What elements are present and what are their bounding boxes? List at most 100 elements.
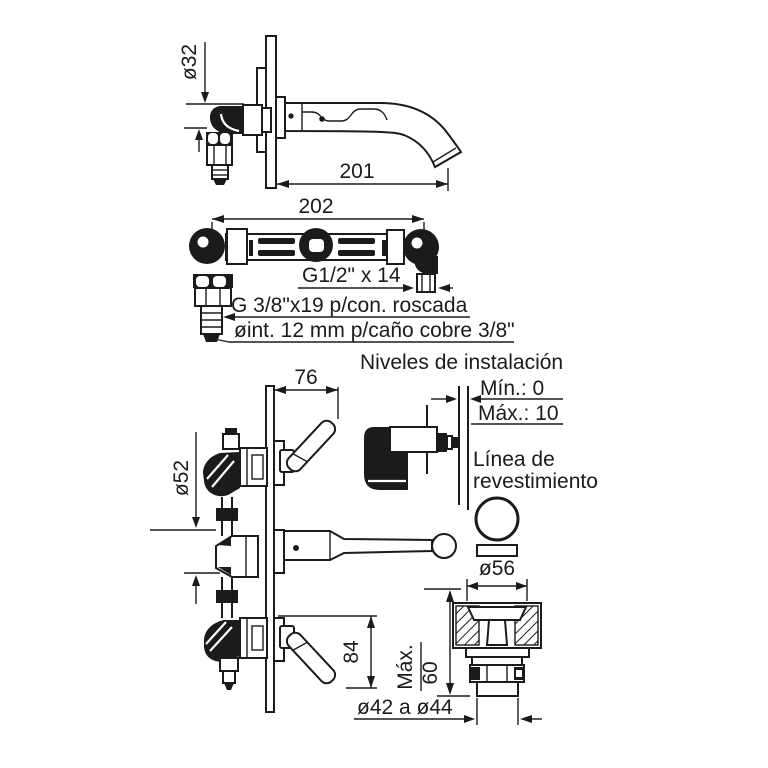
section-installation-levels: Niveles de instalación Mín.: 0 Máx.: 10 … (360, 351, 598, 510)
bar-slot (258, 238, 295, 244)
arrow-up (446, 590, 454, 602)
stem-cross-bar (466, 606, 528, 621)
note-inlet-thread: G 3/8"x19 p/con. roscada (223, 294, 470, 321)
handle-lever (285, 631, 337, 685)
stub-tip (213, 179, 227, 185)
elbow-notch (205, 621, 227, 645)
dim-handle-drop: 84 (278, 615, 377, 689)
nut-bump (208, 133, 218, 144)
union-nut (216, 590, 238, 603)
body-inset (251, 625, 264, 651)
set-screw-dot (288, 113, 294, 119)
body-cylinder (476, 681, 519, 697)
dim-recess-depth: Máx. 60 (394, 588, 470, 697)
dim-label-o56: ø56 (479, 557, 515, 580)
hex-glint (516, 670, 522, 677)
label-max-10: Máx.: 10 (478, 402, 559, 425)
dim-spout-diameter: ø32 (178, 42, 244, 152)
arrow-right (326, 386, 338, 394)
hex-nut (206, 144, 233, 166)
elbow-notch (209, 626, 233, 652)
arrow-left (277, 180, 289, 188)
arrow-left (438, 284, 450, 292)
dim-escutcheon-diameter: ø52 (150, 432, 220, 604)
handle-bottom (279, 625, 337, 685)
view-assembly-side: 76 ø52 84 (150, 366, 457, 713)
hex-shadow (470, 667, 480, 680)
spout-body (284, 102, 463, 169)
dim-label-84: 84 (340, 640, 363, 664)
arrow-up (367, 616, 375, 628)
dim-label-76: 76 (294, 366, 317, 389)
elbow-notch (206, 454, 229, 480)
arrow-up (192, 575, 200, 586)
bar-slot (338, 238, 375, 244)
center-outlet-hole (309, 239, 324, 252)
threaded-stub (211, 164, 229, 180)
right-pipe (416, 273, 436, 293)
dim-label-o42-o44: ø42 a ø44 (357, 696, 453, 719)
label-g12x14: G1/2" x 14 (302, 264, 401, 287)
dim-label-60: 60 (419, 661, 442, 684)
nut-bump (220, 133, 230, 144)
nut-bump (213, 276, 226, 287)
handle-lever (285, 419, 337, 473)
dim-label-o52: ø52 (170, 460, 193, 496)
arrow-down (446, 683, 454, 695)
dim-label-202: 202 (298, 195, 333, 218)
spout-cartridge (242, 104, 263, 136)
stem-shaft (485, 619, 509, 646)
elbow-notch (211, 460, 235, 488)
nut-bump (196, 276, 209, 287)
valve-elbow-arm (364, 427, 390, 452)
cartridge-dot (319, 116, 325, 122)
bar-tick (382, 240, 386, 256)
label-g38x19: G 3/8"x19 p/con. roscada (231, 294, 468, 317)
union-nut (216, 508, 238, 521)
view-trim-ring (474, 496, 520, 557)
dim-hole-diameter: ø42 a ø44 (354, 696, 542, 725)
spout-flange (275, 96, 286, 139)
valve-body (239, 617, 268, 659)
stem-gap (446, 435, 453, 450)
tip-arc (431, 536, 438, 556)
dim-label-max: Máx. (394, 644, 417, 690)
valve-station-bottom (204, 617, 268, 690)
stub-up (222, 433, 240, 450)
arrow-left (520, 715, 532, 723)
screw-dot (293, 545, 299, 551)
tee-body (215, 535, 259, 578)
right-inlet-ball (403, 229, 439, 265)
arrow-left (470, 395, 481, 403)
right-bracket (386, 229, 405, 265)
arrow-left (274, 386, 286, 394)
note-copper-pipe: øint. 12 mm p/caño cobre 3/8" (213, 319, 515, 343)
bar-tick (249, 240, 253, 256)
ball-highlight (411, 237, 423, 249)
stub-tip (224, 683, 234, 690)
arrow-down (367, 676, 375, 688)
tee-wedge (218, 537, 231, 546)
left-bracket (226, 228, 248, 265)
body-inset (251, 454, 264, 480)
arrow-right (464, 715, 475, 723)
spout-tip-rim (432, 147, 457, 163)
leader-tail (213, 338, 230, 343)
label-revestimiento: revestimiento (473, 470, 598, 493)
arrow-left (212, 215, 224, 223)
valve-station-top (203, 428, 268, 497)
arrow-left (467, 582, 478, 590)
escutcheon-middle (273, 529, 285, 574)
arrow-right (446, 395, 457, 403)
valve-side-mini (364, 405, 459, 490)
ball-highlight (197, 236, 209, 248)
hex-nut (194, 287, 232, 307)
supply-elbow (210, 106, 243, 134)
levels-title: Niveles de instalación (360, 351, 563, 374)
body-step-2 (471, 656, 523, 666)
arrow-right (516, 582, 527, 590)
dim-ring-diameter: ø56 (466, 557, 528, 601)
arrow-right (412, 215, 424, 223)
arrow-right (403, 284, 414, 292)
